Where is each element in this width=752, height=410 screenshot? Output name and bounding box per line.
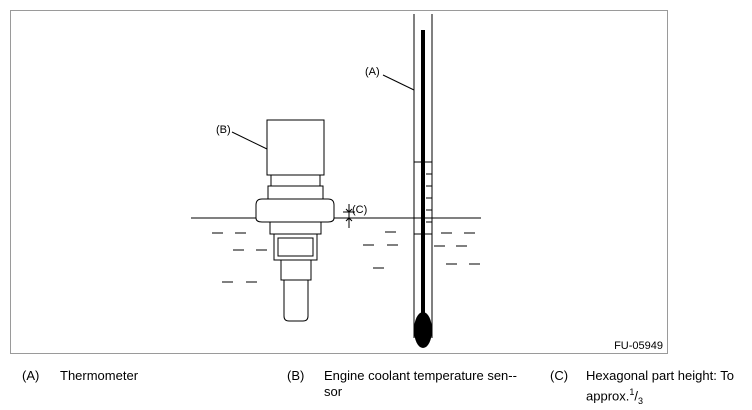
- legend-text-b: Engine coolant temperature sen-­sor: [324, 368, 517, 399]
- sensor-connector-head: [266, 119, 325, 176]
- legend-text-c-main: Hexagonal part height: To approx.: [586, 368, 734, 404]
- callout-a: (A): [365, 66, 380, 78]
- leader-line-a: [382, 74, 415, 91]
- sensor-collar: [267, 185, 324, 200]
- callout-c: (C): [352, 204, 367, 216]
- thermometer: [413, 14, 433, 348]
- sensor-probe-tip: [283, 279, 309, 322]
- sensor-upper-thread: [269, 221, 322, 235]
- leader-line-b: [231, 131, 268, 150]
- legend-text-c: Hexagonal part height: To approx.1/3: [586, 368, 750, 409]
- water-ripples: [212, 231, 480, 283]
- legend-code-a: (A): [22, 368, 40, 383]
- callout-b: (B): [216, 124, 231, 136]
- thermometer-scale-ticks: [426, 173, 432, 223]
- legend-code-c: (C): [550, 368, 569, 383]
- sensor-shank: [280, 259, 312, 281]
- fraction-separator: /: [634, 388, 639, 404]
- sensor-lower-hex-inner: [277, 237, 314, 257]
- dimension-marker-c: [343, 204, 355, 228]
- legend-text-a: Thermometer: [60, 368, 139, 383]
- legend-code-b: (B): [287, 368, 305, 383]
- sensor-hexagonal-part: [255, 198, 335, 223]
- fraction-denominator: 3: [638, 395, 644, 406]
- thermometer-mercury-column: [421, 30, 425, 318]
- fraction-numerator: 1: [629, 387, 635, 397]
- figure-frame: [10, 10, 668, 354]
- engine-coolant-temperature-sensor: [255, 119, 335, 322]
- thermometer-bulb: [414, 312, 432, 348]
- sensor-neck: [270, 174, 321, 187]
- figure-id-label: FU-05949: [614, 340, 663, 352]
